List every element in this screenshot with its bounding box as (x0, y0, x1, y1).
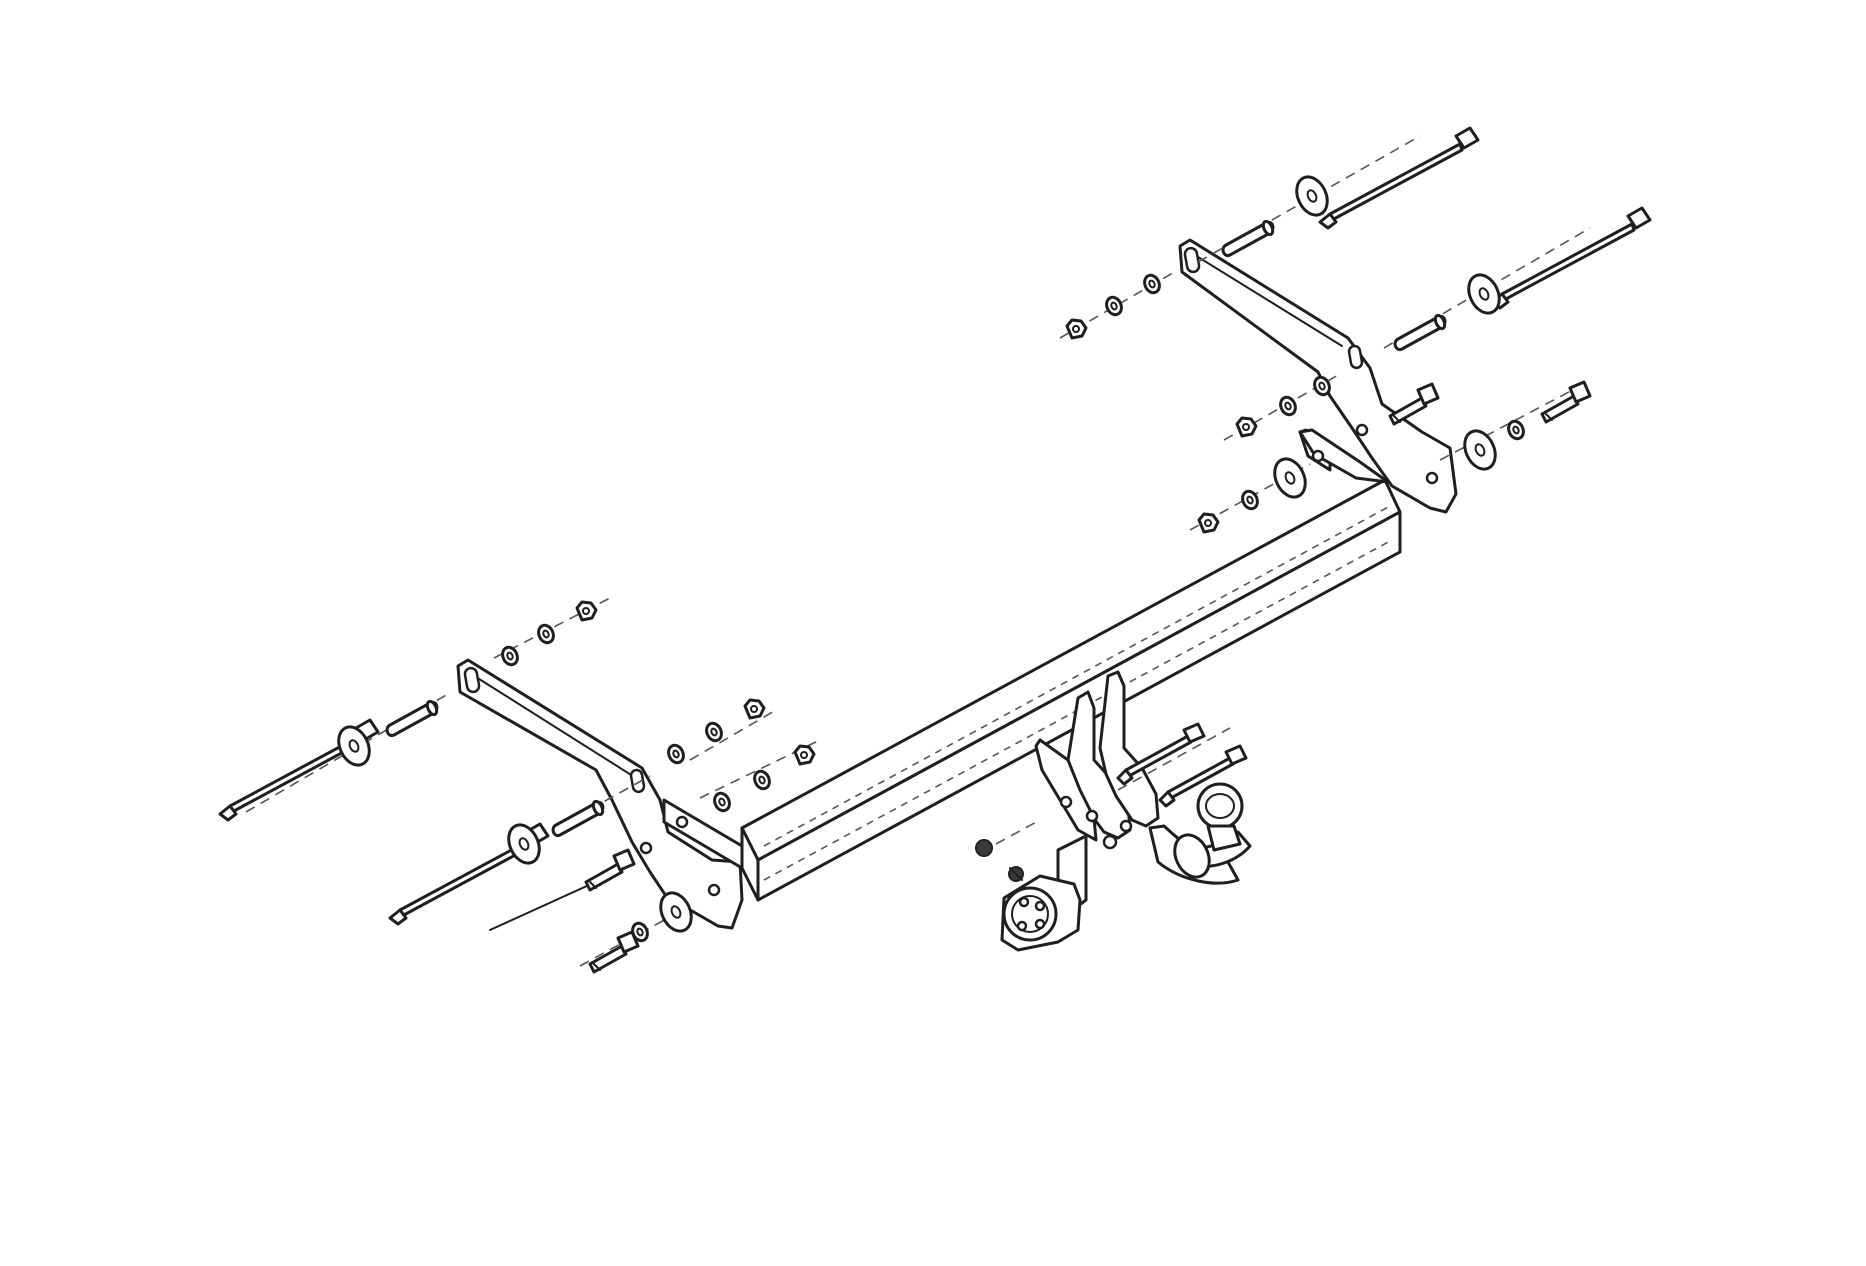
right-upper-large-washer (1289, 170, 1335, 222)
electric-socket-plate (975, 819, 1088, 952)
right-lower-spacer (1393, 312, 1449, 352)
right-upper-long-bolt (1318, 126, 1480, 230)
right-mounting-bracket (1178, 238, 1458, 514)
left-inner-nut-2 (793, 744, 816, 766)
right-mid-nut (1235, 416, 1258, 438)
left-upper-nut (575, 600, 598, 622)
right-upper-spacer (1221, 218, 1277, 258)
right-upper-washer-1 (1140, 271, 1164, 297)
left-small-bolt (584, 848, 636, 892)
left-upper-spacer (385, 698, 441, 738)
right-upper-nut (1065, 318, 1088, 340)
right-lower-long-bolt (1490, 206, 1652, 310)
left-inner-washer-1 (664, 741, 688, 767)
right-lower-large-washer (1461, 268, 1507, 320)
cross-beam (740, 469, 1402, 902)
right-rear-large-washer (1457, 424, 1503, 476)
left-inner-washer-3 (710, 789, 734, 815)
right-upper-washer-2 (1102, 293, 1126, 319)
right-rear-washer (1504, 417, 1528, 443)
left-upper-washer-2 (534, 621, 558, 647)
left-upper-washer-1 (498, 643, 522, 669)
left-inner-washer-2 (702, 719, 726, 745)
right-mid-washer-2 (1276, 393, 1300, 419)
left-mounting-bracket (456, 658, 744, 930)
left-bottom-bolt (588, 930, 640, 974)
left-inner-nut (743, 698, 766, 720)
tow-hitch-assembly (1034, 670, 1252, 885)
right-front-nut (1197, 512, 1220, 534)
left-lower-spacer (551, 798, 607, 838)
right-small-bolt (1388, 382, 1440, 426)
right-front-large-washer (1267, 452, 1313, 504)
